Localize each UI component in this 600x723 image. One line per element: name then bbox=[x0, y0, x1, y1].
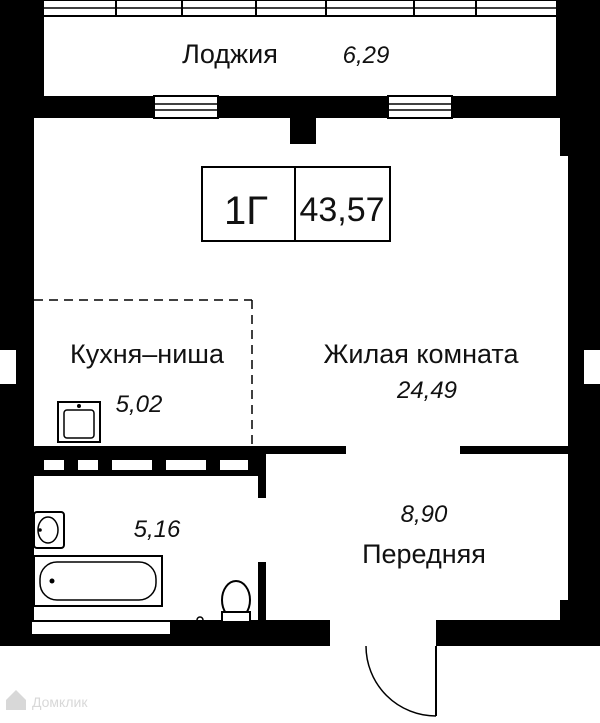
partition-hatched bbox=[30, 454, 266, 476]
kitchen-sink-icon bbox=[57, 401, 101, 443]
kitchen-name: Кухня–ниша bbox=[70, 339, 225, 369]
wall-kitchen-bathroom bbox=[30, 446, 346, 454]
loggia-wall-left bbox=[0, 0, 44, 100]
washbasin-icon bbox=[33, 511, 65, 549]
living-room-name: Жилая комната bbox=[323, 339, 519, 369]
hallway-area: 8,90 bbox=[401, 501, 448, 528]
house-logo-icon bbox=[6, 690, 26, 710]
window-left bbox=[153, 95, 219, 119]
kitchen-area: 5,02 bbox=[116, 391, 163, 418]
wall-top-mid bbox=[218, 96, 388, 118]
bathtub-icon bbox=[33, 555, 163, 607]
column-top bbox=[290, 118, 316, 144]
bathroom-area: 5,16 bbox=[134, 516, 181, 543]
wall-bathroom-right-lower bbox=[258, 562, 266, 624]
loggia-area: 6,29 bbox=[343, 42, 390, 69]
wall-right-niche bbox=[584, 350, 600, 384]
entry-door bbox=[365, 645, 437, 717]
wall-bathroom-right-upper bbox=[258, 476, 266, 498]
hallway-name: Передняя bbox=[362, 539, 486, 569]
watermark: Домклик bbox=[6, 690, 88, 710]
wall-bottom-right bbox=[436, 620, 600, 646]
toilet-icon bbox=[196, 580, 251, 624]
watermark-text: Домклик bbox=[32, 694, 88, 710]
wall-living-hall-right bbox=[460, 446, 570, 454]
kitchen-niche-boundary bbox=[34, 299, 253, 446]
apartment-total-area: 43,57 bbox=[299, 191, 384, 229]
wall-top-right bbox=[452, 96, 600, 118]
apartment-label-box bbox=[201, 166, 391, 242]
living-room-area: 24,49 bbox=[396, 377, 457, 404]
wall-top-left bbox=[0, 96, 154, 118]
loggia-name: Лоджия bbox=[182, 39, 278, 69]
wall-left-niche bbox=[0, 350, 16, 384]
loggia-wall-right bbox=[556, 0, 600, 100]
wall-bottom-pier bbox=[32, 622, 170, 634]
window-right bbox=[387, 95, 453, 119]
loggia-glazing bbox=[41, 0, 559, 17]
apartment-type-label: 1Г bbox=[224, 189, 268, 233]
